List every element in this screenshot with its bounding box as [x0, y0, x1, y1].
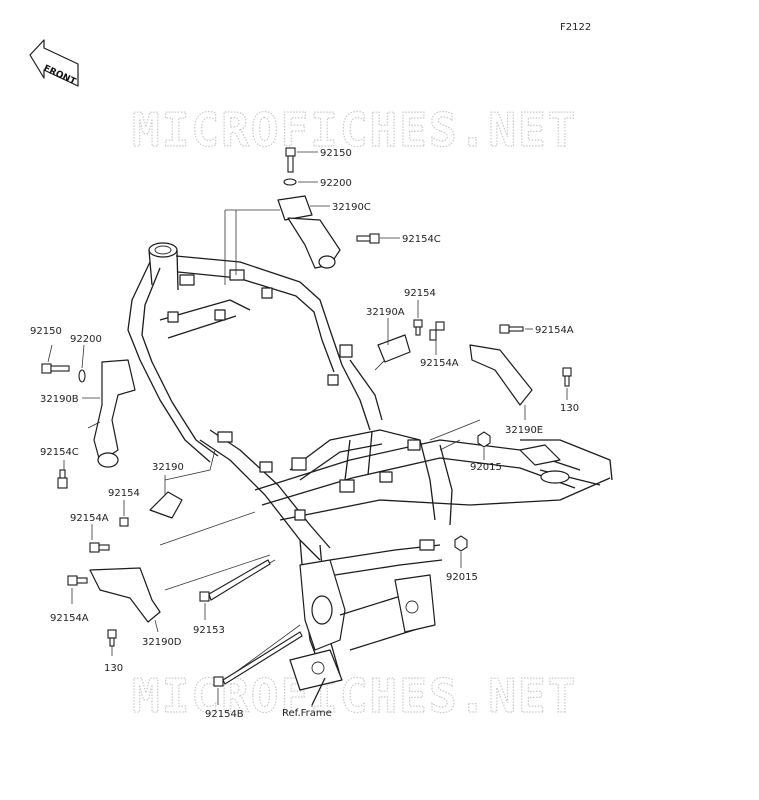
bolt-92154-mid: [413, 319, 423, 336]
label-92015-lower: 92015: [446, 572, 478, 583]
bracket-32190B: [87, 359, 136, 468]
clip-130-left: [107, 629, 117, 647]
label-92150-left: 92150: [30, 326, 62, 337]
bolt-92154A-left-1: [89, 542, 110, 553]
bolt-92154B: [213, 631, 303, 687]
bolt-92154-left: [119, 517, 129, 527]
label-92154A-left-2: 92154A: [50, 613, 89, 624]
label-92200-top: 92200: [320, 178, 352, 189]
nut-92015-upper: [477, 431, 491, 448]
label-92150-top: 92150: [320, 148, 352, 159]
bracket-32190C: [277, 195, 341, 269]
bolt-92150-left: [41, 363, 70, 374]
watermark-top: MICROFICHES.NET: [132, 103, 577, 157]
washer-92200-left: [78, 369, 86, 383]
label-92200-left: 92200: [70, 334, 102, 345]
bolt-92154A-left-2: [67, 575, 88, 586]
label-32190E: 32190E: [505, 425, 543, 436]
label-92154A-left-1: 92154A: [70, 513, 109, 524]
bracket-32190E: [469, 344, 533, 406]
leader-lines: [47, 151, 568, 707]
bolt-92154C-top: [356, 233, 380, 244]
bolt-92153: [199, 559, 271, 602]
bolt-92154A-mid: [429, 321, 445, 341]
bolt-92154A-right: [499, 324, 524, 334]
watermark-bottom: MICROFICHES.NET: [132, 669, 577, 723]
label-130-left: 130: [104, 663, 123, 674]
label-92015-upper: 92015: [470, 462, 502, 473]
bracket-32190A: [377, 334, 411, 363]
label-92154-mid: 92154: [404, 288, 436, 299]
bracket-32190: [149, 491, 183, 519]
label-32190D: 32190D: [142, 637, 182, 648]
washer-92200-top: [283, 178, 297, 186]
label-32190A: 32190A: [366, 307, 405, 318]
bracket-32190D: [89, 567, 161, 623]
nut-92015-lower: [454, 535, 468, 552]
clip-130-right: [562, 367, 572, 387]
label-92154B: 92154B: [205, 709, 244, 720]
frame-assembly: [127, 242, 613, 706]
figure-id: F2122: [560, 22, 591, 33]
label-92154C-top: 92154C: [402, 234, 441, 245]
label-92153: 92153: [193, 625, 225, 636]
label-130-right: 130: [560, 403, 579, 414]
label-92154A-mid: 92154A: [420, 358, 459, 369]
label-92154-left: 92154: [108, 488, 140, 499]
label-92154A-right: 92154A: [535, 325, 574, 336]
label-32190C: 32190C: [332, 202, 371, 213]
label-92154C-left: 92154C: [40, 447, 79, 458]
label-32190: 32190: [152, 462, 184, 473]
label-32190B: 32190B: [40, 394, 79, 405]
bolt-92150-top: [285, 147, 296, 173]
front-arrow-icon: FRONT: [29, 39, 79, 88]
label-ref-frame: Ref.Frame: [282, 708, 332, 719]
bolt-92154C-left: [57, 469, 68, 489]
